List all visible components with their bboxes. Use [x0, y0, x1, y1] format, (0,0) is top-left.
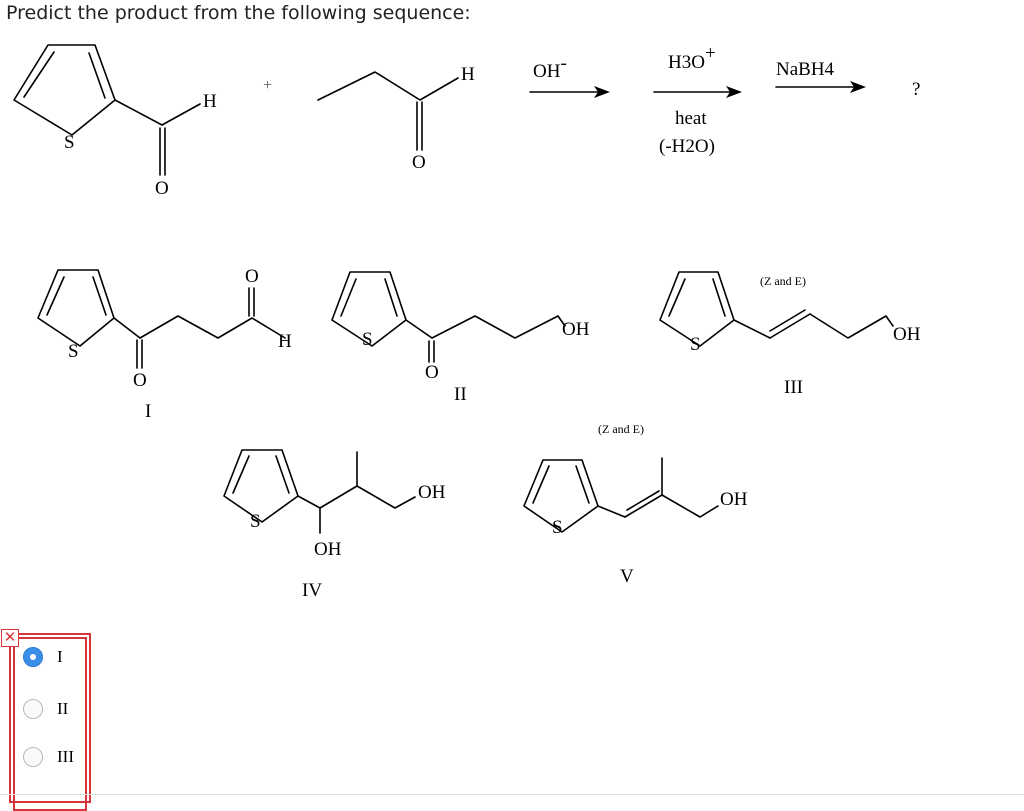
structure-i: S O O H I — [37, 266, 292, 422]
option-i[interactable]: I — [23, 644, 63, 670]
radio-button[interactable] — [23, 747, 43, 767]
svg-text:NaBH4: NaBH4 — [776, 59, 835, 80]
svg-text:heat: heat — [675, 108, 707, 129]
atom-h: H — [203, 91, 217, 112]
radio-button[interactable] — [23, 699, 43, 719]
svg-text:S: S — [362, 329, 373, 350]
svg-text:O: O — [133, 370, 147, 391]
reactant-propanal: H O — [317, 64, 475, 173]
svg-text:OH: OH — [562, 319, 590, 340]
svg-text:H3O+: H3O+ — [668, 43, 716, 73]
option-label: I — [57, 647, 63, 666]
reaction-arrow-2: H3O+ heat (-H2O) — [653, 43, 742, 157]
numeral: II — [454, 384, 467, 405]
svg-text:H: H — [278, 331, 292, 352]
svg-text:S: S — [68, 341, 79, 362]
reaction-scheme: S H O + H O OH- H3O+ heat (-H2O) NaBH4 ? — [13, 43, 921, 601]
plus-sign: + — [263, 77, 272, 94]
option-ii[interactable]: II — [23, 696, 68, 722]
question-prompt: Predict the product from the following s… — [6, 2, 471, 24]
svg-text:(Z and E): (Z and E) — [760, 274, 806, 288]
numeral: III — [784, 377, 803, 398]
svg-text:OH: OH — [418, 482, 446, 503]
atom-o: O — [155, 178, 169, 199]
structure-iii: S OH (Z and E) III — [659, 271, 921, 398]
option-iii[interactable]: III — [23, 744, 74, 770]
atom-h: H — [461, 64, 475, 85]
svg-text:OH-: OH- — [533, 53, 567, 82]
svg-text:O: O — [245, 266, 259, 287]
structure-v: S OH (Z and E) V — [523, 422, 748, 587]
structure-ii: S O OH II — [331, 271, 590, 405]
option-label: III — [57, 747, 74, 766]
radio-button[interactable] — [23, 647, 43, 667]
numeral: I — [145, 401, 151, 422]
reaction-arrow-1: OH- — [529, 53, 610, 98]
divider — [0, 794, 1024, 795]
numeral: IV — [302, 580, 322, 601]
svg-text:OH: OH — [893, 324, 921, 345]
svg-text:S: S — [552, 517, 563, 538]
svg-text:S: S — [250, 511, 261, 532]
numeral: V — [620, 566, 634, 587]
reactant-thiophene-aldehyde: S H O — [13, 44, 217, 199]
structure-iv: S OH OH IV — [223, 449, 446, 601]
svg-text:OH: OH — [314, 539, 342, 560]
svg-text:(-H2O): (-H2O) — [659, 136, 715, 157]
svg-text:S: S — [690, 334, 701, 355]
svg-text:(Z and E): (Z and E) — [598, 422, 644, 436]
reaction-arrow-3: NaBH4 — [775, 59, 866, 93]
svg-text:O: O — [425, 362, 439, 383]
atom-s: S — [64, 132, 75, 153]
x-mark-icon: ✕ — [1, 629, 19, 647]
svg-text:OH: OH — [720, 489, 748, 510]
atom-o: O — [412, 152, 426, 173]
unknown-product: ? — [912, 79, 920, 100]
option-label: II — [57, 699, 69, 718]
